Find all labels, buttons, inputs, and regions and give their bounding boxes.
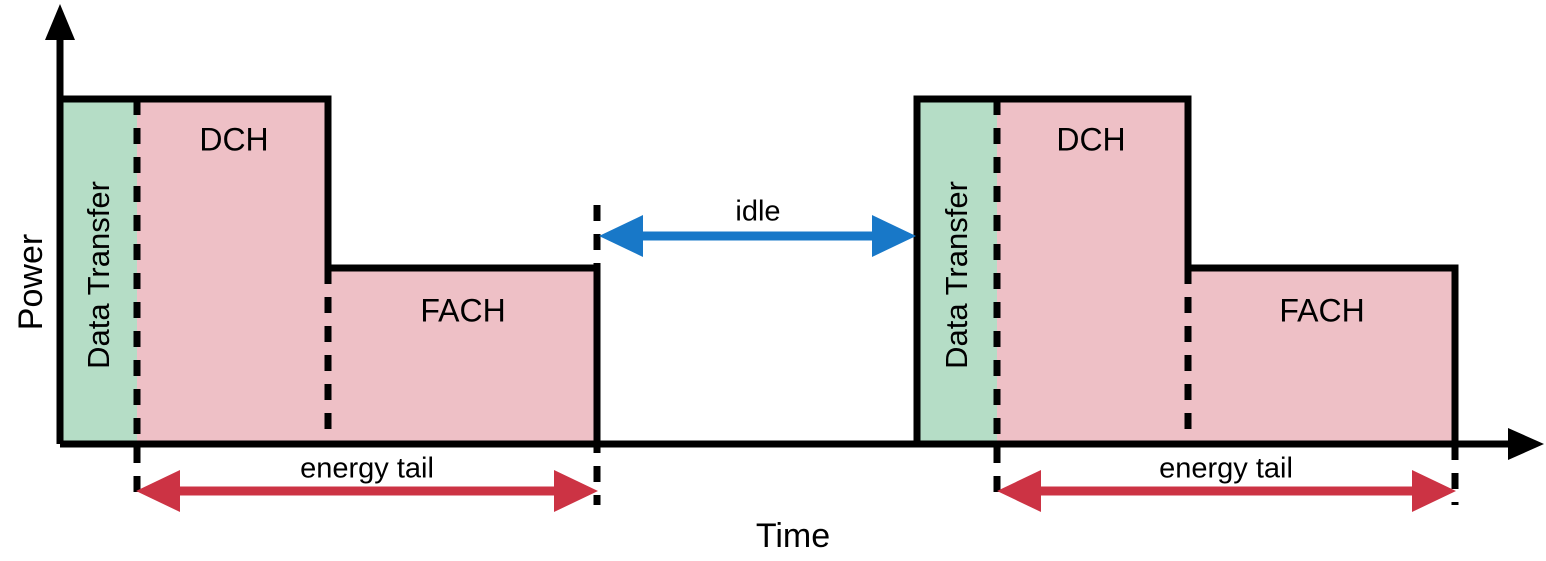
- label-fach-2: FACH: [1279, 292, 1364, 328]
- y-axis-arrowhead: [45, 4, 75, 40]
- label-idle: idle: [735, 196, 780, 228]
- y-axis-label: Power: [12, 234, 50, 330]
- label-energy-tail-2: energy tail: [1159, 453, 1293, 485]
- region-dch-2: [997, 99, 1188, 444]
- label-dch-1: DCH: [199, 121, 268, 157]
- energy-tail-arrow-2: [997, 470, 1456, 512]
- x-axis-label: Time: [756, 517, 830, 555]
- label-dch-2: DCH: [1056, 121, 1125, 157]
- label-data-transfer-1: Data Transfer: [81, 181, 116, 369]
- burst-2-outline: [913, 95, 1459, 444]
- region-fach-1: [328, 268, 597, 444]
- label-energy-tail-1: energy tail: [300, 453, 434, 485]
- x-axis-arrowhead: [1508, 428, 1544, 460]
- energy-tail-arrow-1: [136, 470, 598, 512]
- label-data-transfer-2: Data Transfer: [939, 181, 974, 369]
- region-data-transfer-2: [917, 99, 997, 444]
- label-fach-1: FACH: [420, 292, 505, 328]
- region-dch-1: [137, 99, 328, 444]
- region-fach-2: [1188, 268, 1455, 444]
- region-data-transfer-1: [60, 99, 137, 444]
- idle-arrow: [599, 215, 916, 257]
